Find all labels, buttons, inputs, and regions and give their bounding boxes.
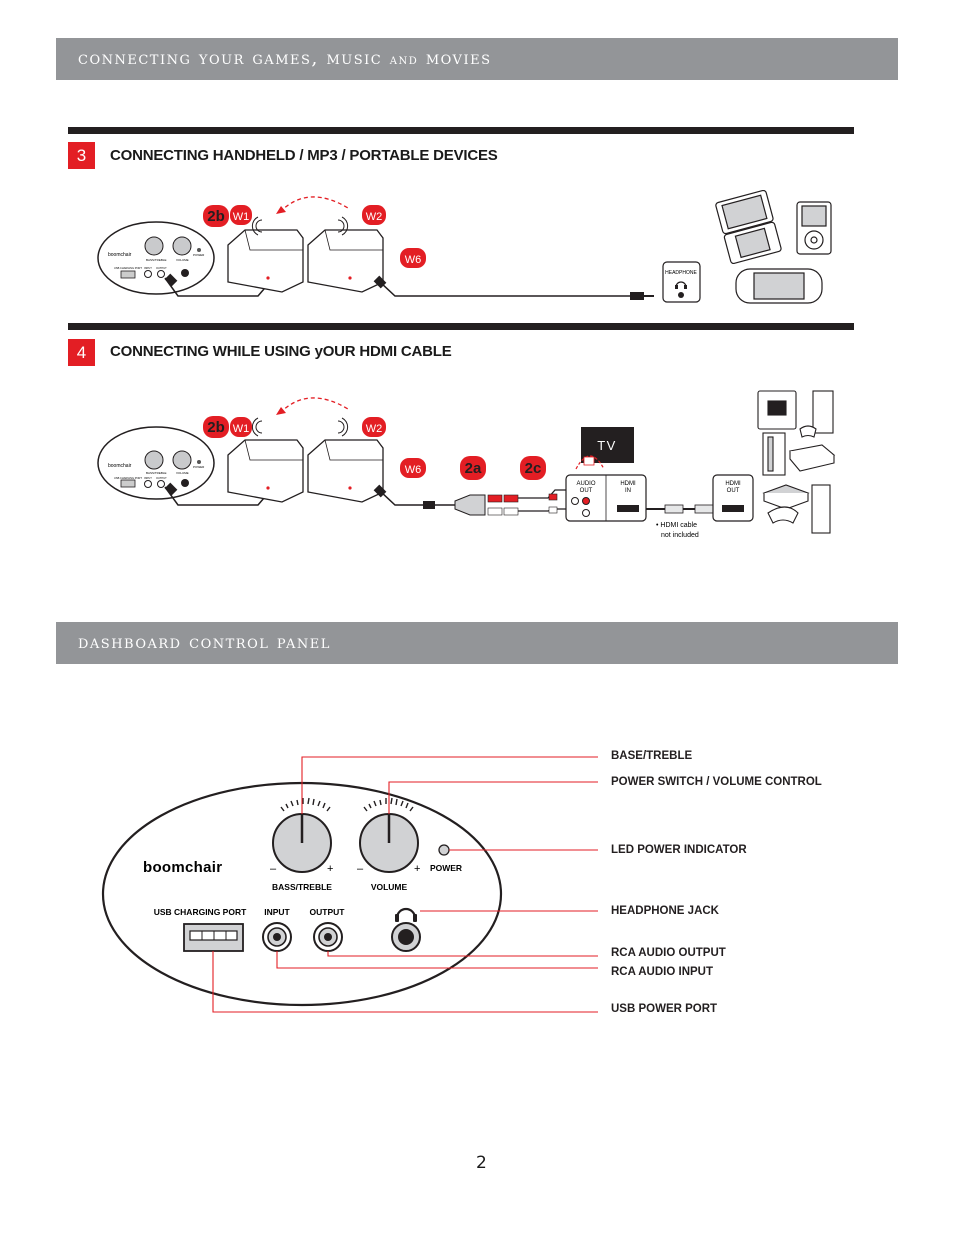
mini-power-label: POWER bbox=[193, 253, 205, 257]
tv-label: TV bbox=[597, 438, 617, 453]
mini-input-label: INPUT bbox=[144, 476, 152, 480]
section-title: CONNECTING HANDHELD / MP3 / PORTABLE DEV… bbox=[110, 147, 498, 164]
mini-brand: boomchair bbox=[108, 463, 132, 469]
mini-bass-label: BASS/TREBLE bbox=[146, 471, 167, 475]
output-label: OUTPUT bbox=[310, 907, 346, 917]
bass-minus: – bbox=[270, 863, 277, 875]
badge-w2 bbox=[362, 417, 386, 437]
hdmi-in-label-2: IN bbox=[625, 488, 631, 494]
section-divider bbox=[68, 323, 854, 330]
volume-minus: – bbox=[357, 863, 364, 875]
mini-volume-label: VOLUME bbox=[176, 258, 189, 262]
dashboard-panel-diagram: – + – + BASS/TREBLE VOLUME POWER boomcha… bbox=[101, 756, 598, 1013]
headphone-label: HEADPHONE bbox=[665, 270, 697, 276]
led-power-indicator bbox=[438, 844, 450, 856]
badge-w6-text: W6 bbox=[405, 464, 422, 476]
section-banner: dashboard control panel bbox=[56, 622, 898, 664]
step-badge-2c bbox=[520, 456, 546, 480]
badge-w6-text: W6 bbox=[405, 254, 422, 266]
hdmi-note-line1: • HDMI cable bbox=[656, 522, 697, 529]
page-number: 2 bbox=[476, 1153, 487, 1173]
badge-w2-text: W2 bbox=[366, 211, 383, 223]
section-number-badge: 4 bbox=[68, 339, 95, 366]
section-banner: connecting your games, music and movies bbox=[56, 38, 898, 80]
mini-output-label: OUTPUT bbox=[156, 476, 167, 480]
badge-w2 bbox=[362, 205, 386, 225]
step-badge-2b-text: 2b bbox=[207, 419, 225, 436]
game-consoles-illustration bbox=[757, 390, 836, 534]
mini-input-label: INPUT bbox=[144, 266, 152, 270]
banner-title-part2: movies bbox=[418, 47, 492, 69]
badge-w6 bbox=[400, 458, 426, 478]
banner-title: connecting your games, music and movies bbox=[78, 47, 491, 69]
wireless-transmitter bbox=[227, 439, 304, 503]
audio-out-label-1: AUDIO bbox=[576, 481, 595, 487]
input-label: INPUT bbox=[264, 907, 290, 917]
mini-control-panel: boomchair BASS/TREBLE VOLUME POWER USB C… bbox=[97, 221, 215, 295]
mini-output-label: OUTPUT bbox=[156, 266, 167, 270]
badge-w6 bbox=[400, 248, 426, 268]
volume-plus: + bbox=[414, 863, 420, 875]
wireless-receiver bbox=[307, 439, 384, 503]
mini-usb-label: USB CHARGING PORT bbox=[114, 476, 142, 480]
callout-leader-lines bbox=[212, 756, 598, 1013]
step-badge-2a-text: 2a bbox=[465, 460, 482, 477]
hdmi-out-label-1: HDMI bbox=[725, 481, 741, 487]
step-badge-2a bbox=[460, 456, 486, 480]
badge-w2-text: W2 bbox=[366, 423, 383, 435]
mini-volume-label: VOLUME bbox=[176, 471, 189, 475]
volume-label: VOLUME bbox=[371, 882, 408, 892]
mini-brand: boomchair bbox=[108, 252, 132, 258]
bass-plus: + bbox=[327, 863, 333, 875]
badge-w1-text: W1 bbox=[233, 423, 250, 435]
hdmi-connection-diagram: boomchair BASS/TREBLE VOLUME POWER USB C… bbox=[97, 390, 836, 539]
step-badge-2b bbox=[203, 205, 229, 227]
hdmi-in-label-1: HDMI bbox=[620, 481, 636, 487]
callout-led-power-indicator: LED POWER INDICATOR bbox=[611, 844, 747, 856]
section-number-badge: 3 bbox=[68, 142, 95, 169]
step-badge-2b-text: 2b bbox=[207, 208, 225, 225]
callout-headphone-jack: HEADPHONE JACK bbox=[611, 905, 719, 917]
callout-base-treble: BASE/TREBLE bbox=[611, 750, 693, 762]
badge-w1 bbox=[230, 417, 252, 437]
badge-w1 bbox=[230, 205, 252, 225]
callout-rca-audio-input: RCA AUDIO INPUT bbox=[611, 966, 714, 978]
power-label: POWER bbox=[430, 863, 462, 873]
portable-devices-illustration bbox=[715, 190, 832, 304]
section-divider bbox=[68, 127, 854, 134]
badge-w1-text: W1 bbox=[233, 211, 250, 223]
banner-title: dashboard control panel bbox=[78, 631, 331, 653]
step-badge-2c-text: 2c bbox=[525, 460, 542, 477]
mini-usb-label: USB CHARGING PORT bbox=[114, 266, 142, 270]
step-badge-2b bbox=[203, 416, 229, 438]
wireless-receiver bbox=[307, 229, 384, 293]
handheld-connection-diagram: boomchair BASS/TREBLE VOLUME POWER USB C… bbox=[97, 190, 832, 304]
mini-bass-label: BASS/TREBLE bbox=[146, 258, 167, 262]
brand-logo: boomchair bbox=[143, 859, 222, 876]
callout-usb-power-port: USB POWER PORT bbox=[611, 1003, 718, 1015]
callout-rca-audio-output: RCA AUDIO OUTPUT bbox=[611, 947, 726, 959]
audio-out-label-2: OUT bbox=[580, 488, 593, 494]
banner-title-and: and bbox=[389, 52, 419, 68]
mini-control-panel: boomchair BASS/TREBLE VOLUME POWER USB C… bbox=[97, 426, 215, 500]
usb-charging-port-label: USB CHARGING PORT bbox=[154, 907, 247, 917]
wireless-transmitter bbox=[227, 229, 304, 293]
section-title: CONNECTING WHILE USING yOUR HDMI CABLE bbox=[110, 343, 452, 360]
mini-power-label: POWER bbox=[193, 465, 205, 469]
knob-tick-marks bbox=[280, 797, 414, 812]
hdmi-note-line2: not included bbox=[661, 532, 699, 539]
hdmi-out-label-2: OUT bbox=[727, 488, 740, 494]
rca-splitter-adapter bbox=[454, 489, 568, 516]
banner-title-part1: connecting your games, music bbox=[78, 47, 390, 69]
callout-power-switch-volume: POWER SWITCH / VOLUME CONTROL bbox=[611, 776, 822, 788]
bass-treble-label: BASS/TREBLE bbox=[272, 882, 332, 892]
